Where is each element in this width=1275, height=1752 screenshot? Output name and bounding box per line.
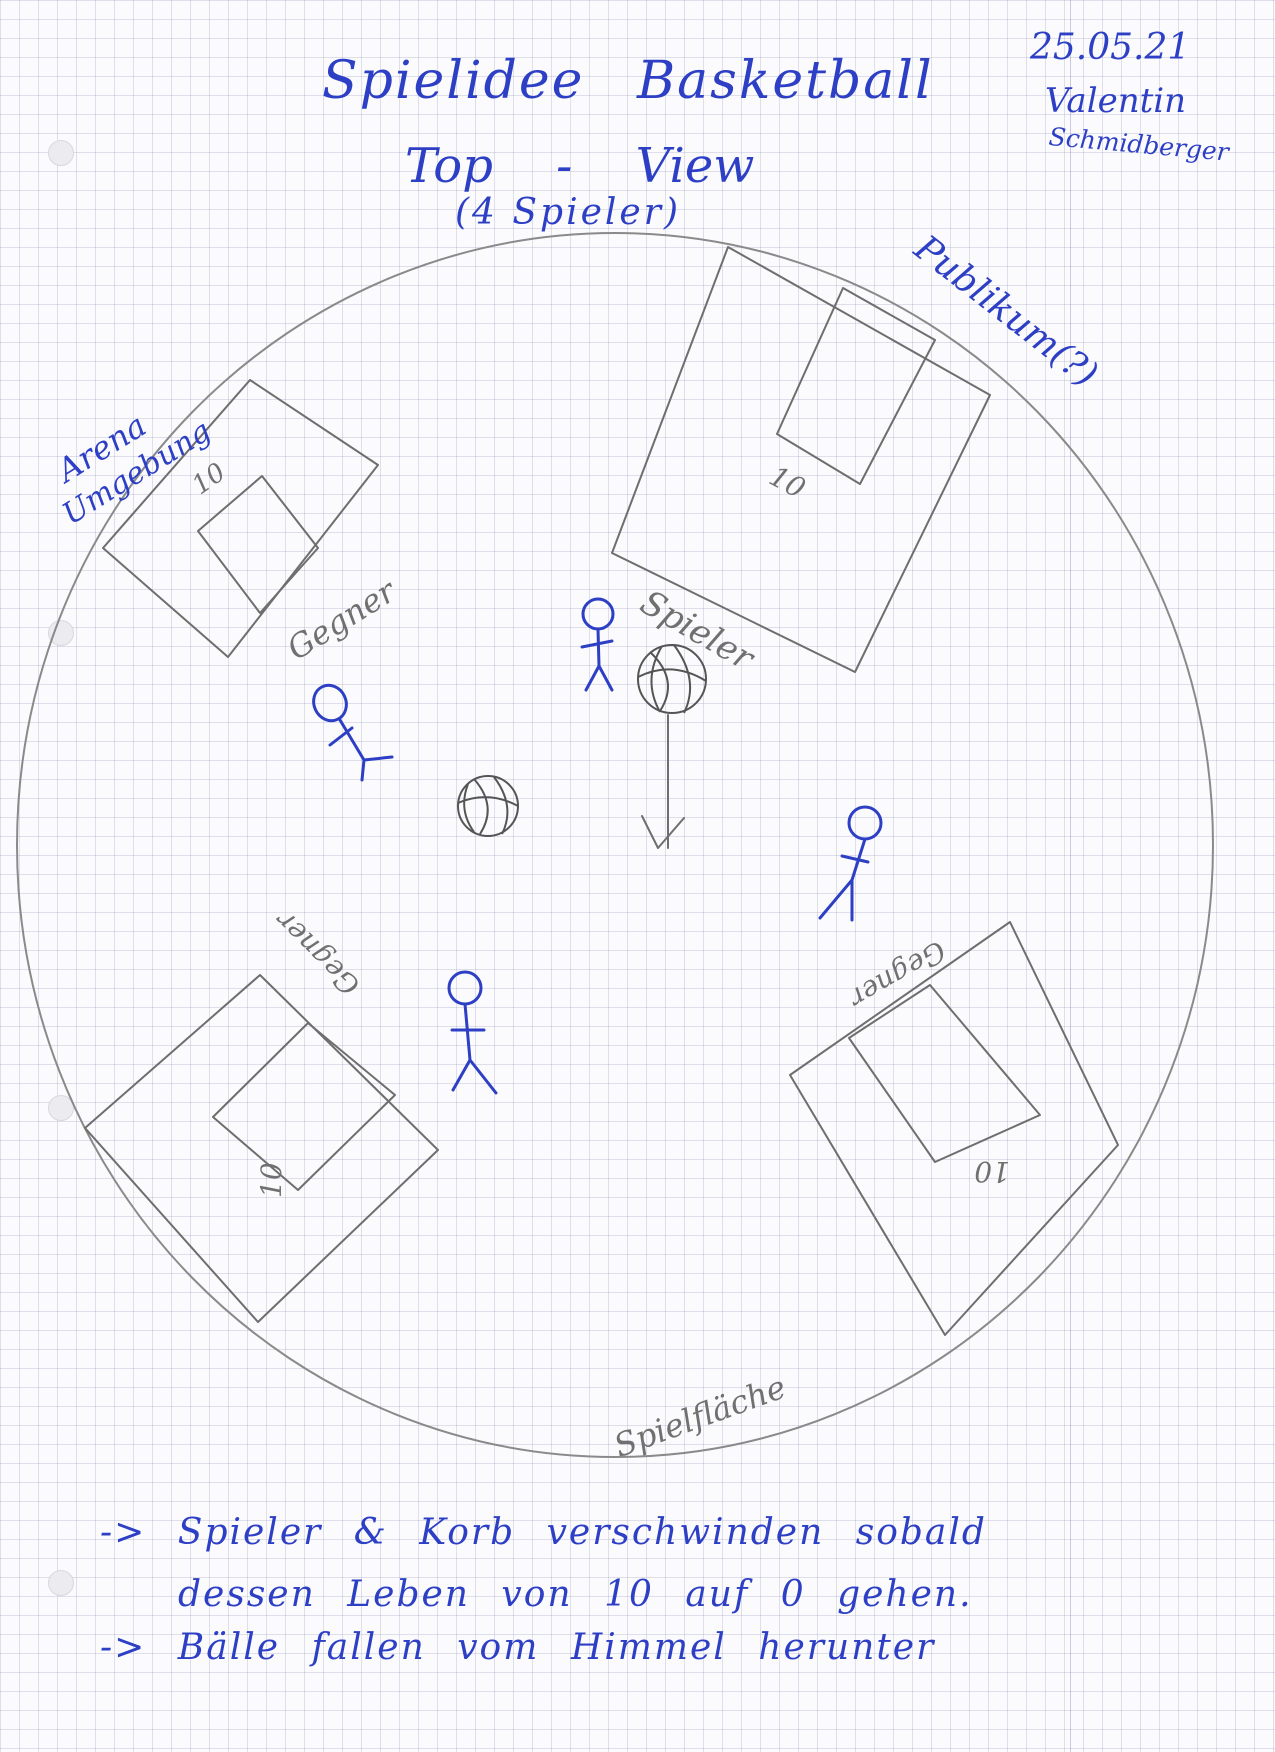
paper-margin-line bbox=[1070, 0, 1071, 1752]
playing-field-circle bbox=[16, 232, 1214, 1458]
opponent-court-top-left bbox=[102, 379, 379, 658]
page-title: Spielidee Basketball bbox=[322, 51, 934, 111]
page-subtitle: Top - View bbox=[405, 138, 755, 194]
basketball-icon bbox=[637, 644, 707, 714]
player-count: (4 Spieler) bbox=[455, 192, 681, 233]
opponent-court-bottom-left bbox=[84, 974, 439, 1323]
stick-figure-player bbox=[447, 970, 498, 1095]
punch-hole bbox=[48, 620, 74, 646]
opponent-court-bottom-right bbox=[789, 921, 1119, 1336]
punch-hole bbox=[48, 1570, 74, 1596]
punch-hole bbox=[48, 140, 74, 166]
date-label: 25.05.21 bbox=[1030, 27, 1191, 68]
note-line-1: -> Spieler & Korb verschwinden sobald bbox=[100, 1515, 987, 1551]
stick-figure-player bbox=[818, 805, 883, 922]
note-text: Spieler & Korb verschwinden sobald bbox=[177, 1512, 987, 1553]
note-line-2: dessen Leben von 10 auf 0 gehen. bbox=[178, 1577, 973, 1613]
note-line-3: -> Bälle fallen vom Himmel herunter bbox=[100, 1630, 935, 1666]
player-court-top-right bbox=[611, 246, 991, 673]
punch-hole bbox=[48, 1095, 74, 1121]
note-text: Bälle fallen vom Himmel herunter bbox=[177, 1627, 936, 1668]
basketball-icon bbox=[457, 775, 519, 837]
stick-figure-player bbox=[312, 683, 394, 782]
stick-figure-player bbox=[580, 597, 615, 692]
lives-counter: 10 bbox=[255, 1162, 288, 1198]
note-text: dessen Leben von 10 auf 0 gehen. bbox=[178, 1574, 973, 1615]
falling-arrow bbox=[641, 714, 685, 849]
author-first-name: Valentin bbox=[1045, 81, 1187, 121]
lives-counter: 10 bbox=[974, 1155, 1010, 1188]
arrow-icon: -> bbox=[100, 1627, 147, 1668]
arrow-icon: -> bbox=[100, 1512, 147, 1553]
